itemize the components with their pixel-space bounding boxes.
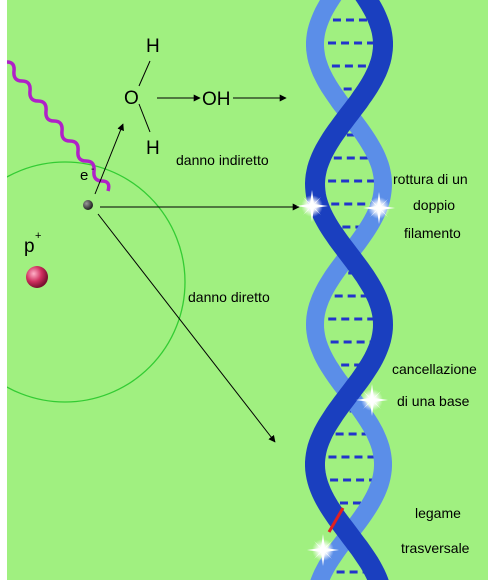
label-double-break-3: filamento — [404, 225, 461, 241]
proton-symbol: p — [24, 236, 35, 257]
arrow-direct-crosslink — [98, 214, 275, 442]
hydroxyl-radical: OH — [202, 89, 231, 110]
water-bond-bottom — [139, 104, 150, 132]
radiation-dna-damage-diagram: e - p + H O H OH danno indiretto danno d… — [7, 0, 488, 580]
label-double-break-1: rottura di un — [393, 171, 468, 187]
diagram-canvas: e - p + H O H OH danno indiretto danno d… — [7, 0, 488, 580]
label-base-deletion-1: cancellazione — [392, 361, 477, 377]
water-atom-h-bottom: H — [146, 138, 160, 159]
label-indirect-damage: danno indiretto — [176, 152, 269, 168]
label-crosslink-1: legame — [415, 505, 461, 521]
label-crosslink-2: trasversale — [401, 540, 470, 556]
electron-charge: - — [91, 164, 94, 175]
electron-sphere-icon — [83, 200, 93, 210]
proton-charge: + — [35, 230, 41, 242]
label-base-deletion-2: di una base — [397, 393, 470, 409]
label-direct-damage: danno diretto — [188, 289, 270, 305]
water-atom-h-top: H — [146, 36, 160, 57]
water-atom-o: O — [124, 88, 139, 109]
electron-symbol: e — [80, 167, 88, 184]
label-double-break-2: doppio — [413, 197, 455, 213]
water-bond-top — [139, 61, 150, 86]
proton-sphere-icon — [26, 266, 48, 288]
dna-double-helix — [315, 0, 383, 580]
